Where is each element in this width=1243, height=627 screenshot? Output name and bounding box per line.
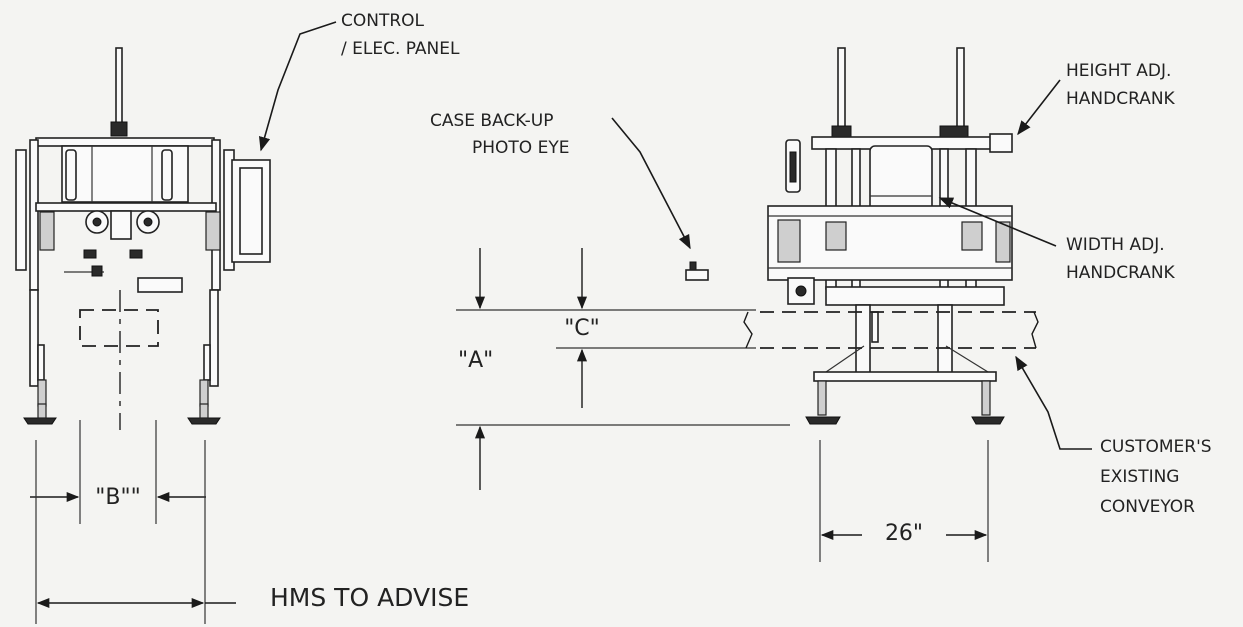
customer-conveyor-callout: CUSTOMER'S EXISTING CONVEYOR xyxy=(1015,355,1212,517)
end-view-machine xyxy=(15,47,271,430)
dimension-overall-width: HMS TO ADVISE xyxy=(35,440,469,624)
dimension-b: "B"" xyxy=(30,420,206,524)
case-backup-line2: PHOTO EYE xyxy=(472,138,569,158)
dimension-c: "C" xyxy=(556,248,756,408)
hms-to-advise-label: HMS TO ADVISE xyxy=(270,583,469,612)
height-adj-callout: HEIGHT ADJ. HANDCRANK xyxy=(1017,61,1176,136)
control-label-line1: CONTROL xyxy=(341,11,425,31)
dim-c-label: "C" xyxy=(564,316,600,341)
dim-26-label: 26" xyxy=(885,521,923,546)
height-adj-line2: HANDCRANK xyxy=(1066,89,1176,109)
control-panel-callout: CONTROL / ELEC. PANEL xyxy=(258,11,460,152)
customer-line3: CONVEYOR xyxy=(1100,497,1195,517)
photo-eye-callout: CASE BACK-UP PHOTO EYE xyxy=(430,111,709,281)
width-adj-line2: HANDCRANK xyxy=(1066,263,1176,283)
customer-line1: CUSTOMER'S xyxy=(1100,437,1212,457)
customer-line2: EXISTING xyxy=(1100,467,1179,487)
width-adj-callout: WIDTH ADJ. HANDCRANK xyxy=(938,197,1176,283)
width-adj-line1: WIDTH ADJ. xyxy=(1066,235,1165,255)
dimension-26: 26" xyxy=(819,440,989,562)
dim-b-label: "B"" xyxy=(95,485,140,510)
height-adj-line1: HEIGHT ADJ. xyxy=(1066,61,1171,81)
customer-conveyor xyxy=(743,311,1039,349)
control-label-line2: / ELEC. PANEL xyxy=(341,39,460,59)
side-view-machine xyxy=(767,47,1013,425)
dimension-a: "A" xyxy=(456,248,790,490)
dim-a-label: "A" xyxy=(458,348,493,373)
case-backup-line1: CASE BACK-UP xyxy=(430,111,554,131)
